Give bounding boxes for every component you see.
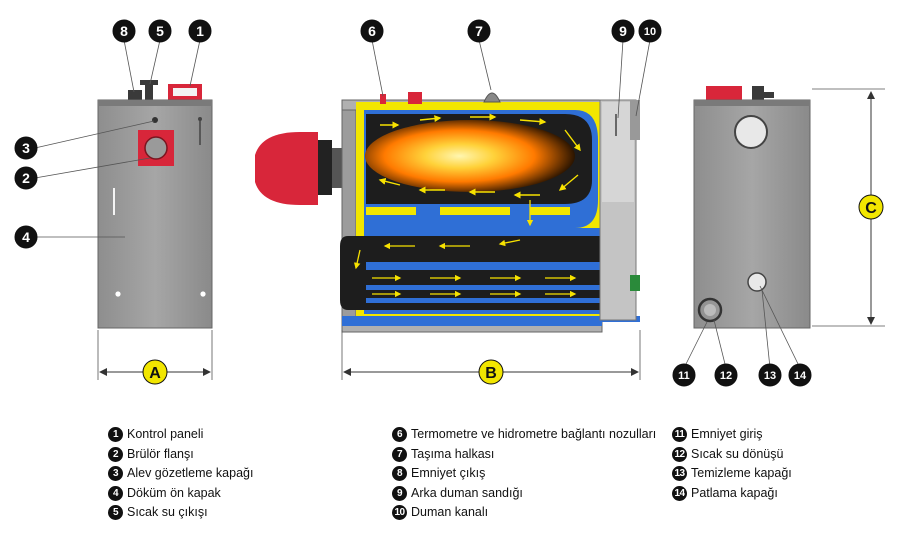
safety-outlet-pipe [128,90,142,100]
svg-text:C: C [865,200,877,217]
flame [365,120,575,192]
section-view [255,39,651,380]
svg-text:6: 6 [368,23,376,39]
callout-2: 2 [14,166,38,190]
svg-text:12: 12 [720,370,732,382]
svg-text:2: 2 [22,170,30,186]
svg-text:A: A [149,365,161,382]
safety-inlet [697,297,723,323]
svg-text:B: B [485,365,497,382]
sight-glass [152,117,158,123]
svg-text:9: 9 [619,23,627,39]
dimension-b-badge: B [478,359,504,385]
callout-10: 10 [638,19,662,43]
callout-13: 13 [758,363,782,387]
callout-5: 5 [148,19,172,43]
callout-9: 9 [611,19,635,43]
callout-4: 4 [14,225,38,249]
callout-3: 3 [14,136,38,160]
svg-text:5: 5 [156,23,164,39]
rear-view [683,86,885,369]
callout-7: 7 [467,19,491,43]
callout-8: 8 [112,19,136,43]
svg-text:13: 13 [764,370,776,382]
callout-6: 6 [360,19,384,43]
cleaning-cover [747,272,767,292]
svg-text:4: 4 [22,229,30,245]
lifting-ring [483,92,501,103]
svg-text:11: 11 [678,370,690,382]
burner [255,132,318,205]
svg-text:3: 3 [22,140,30,156]
callout-12: 12 [714,363,738,387]
callout-14: 14 [788,363,812,387]
dimension-c-badge: C [858,194,884,220]
callout-11: 11 [672,363,696,387]
front-view [34,39,213,380]
dimension-a-badge: A [142,359,168,385]
callout-1: 1 [188,19,212,43]
hot-water-outlet-pipe [145,82,153,100]
svg-text:14: 14 [794,370,807,382]
svg-text:8: 8 [120,23,128,39]
thermometer-nozzle [380,94,386,104]
svg-text:7: 7 [475,23,483,39]
svg-text:1: 1 [196,23,204,39]
explosion-cover [734,115,768,149]
svg-text:10: 10 [644,26,656,38]
